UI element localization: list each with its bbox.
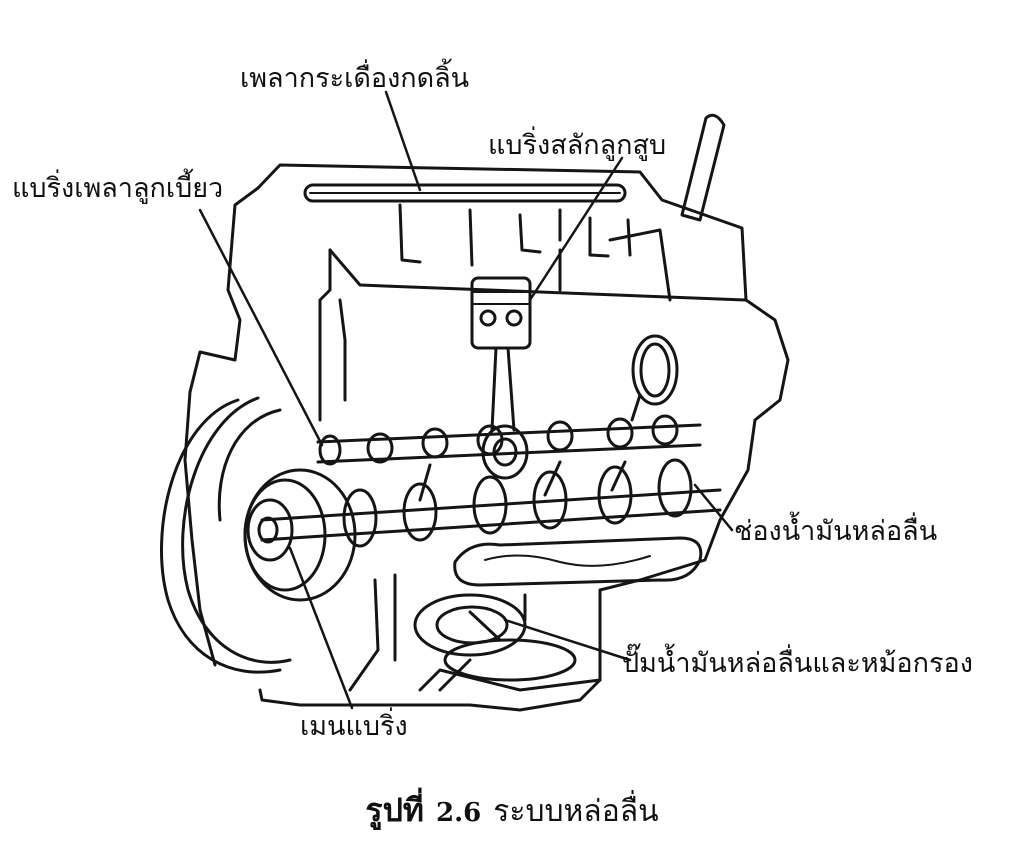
crankshaft-pulley [243,468,357,602]
crankshaft [260,458,722,548]
figure-caption: รูปที่ 2.6 ระบบหล่อลื่น [0,785,1024,836]
piston-and-connecting-rod [470,276,532,480]
timing-gear [630,334,679,422]
caption-number: 2.6 [435,798,482,828]
label-camshaft-bearing: แบริ่งเพลาลูกเบี้ยว [12,173,224,204]
caption-title: ระบบหล่อลื่น [493,794,659,829]
camshaft [316,414,702,466]
rocker-shaft [303,183,627,203]
oil-pump-and-filter [413,593,577,692]
label-rocker-shaft: เพลากระเดื่องกดลิ้น [240,63,470,94]
caption-prefix: รูปที่ [365,791,424,829]
label-main-bearing: เมนแบริ่ง [300,711,408,742]
dipstick-tube [680,113,726,222]
pointer-lines [198,90,734,710]
label-oil-gallery: ช่องน้ำมันหล่อลื่น [734,516,938,547]
flywheel [160,396,292,674]
cylinder-head-details [338,203,632,402]
label-piston-pin-bearing: แบริ่งสลักลูกสูบ [488,130,667,161]
label-oil-pump-filter: ปั๊มน้ำมันหล่อลื่นและหม้อกรอง [622,648,973,679]
engine-block-outline [183,163,790,712]
oil-gallery-pipe [453,536,703,587]
